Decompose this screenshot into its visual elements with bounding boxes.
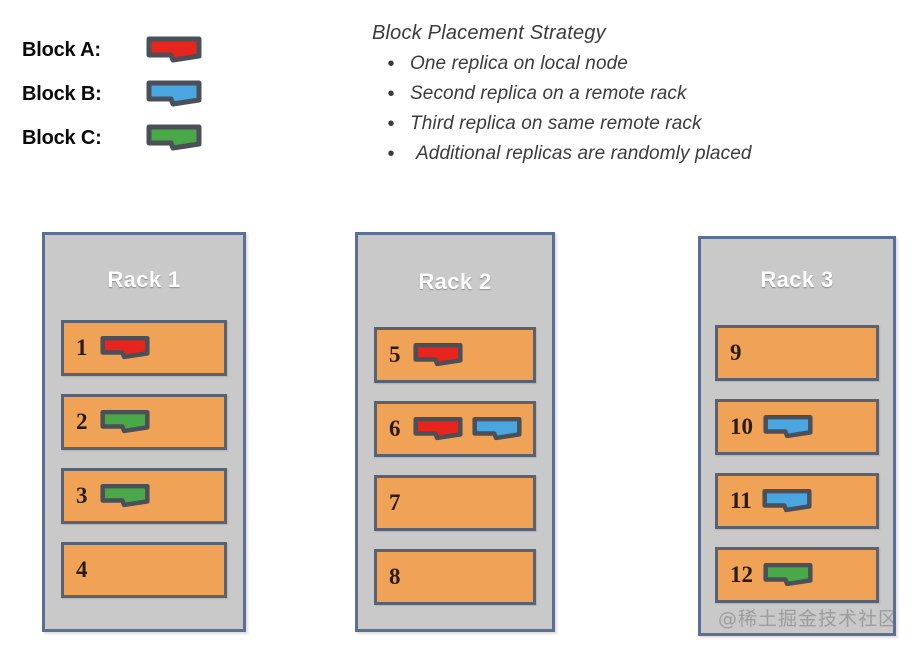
- bullet-icon: •: [387, 113, 395, 135]
- node-number: 5: [389, 342, 401, 367]
- strategy-item-text: Third replica on same remote rack: [410, 113, 702, 134]
- bullet-icon: •: [387, 83, 395, 105]
- strategy-item: • Second replica on a remote rack: [372, 80, 912, 109]
- block-shape-icon[interactable]: [472, 415, 522, 443]
- node-11-blocks: [762, 487, 812, 515]
- legend-label-block-b: Block B:: [22, 82, 102, 105]
- node-number: 4: [76, 557, 88, 582]
- node-number: 12: [730, 562, 753, 587]
- rack-3-node-list: 9 10 11 12: [701, 325, 893, 603]
- node-5[interactable]: 5: [374, 327, 536, 383]
- rack-2-title: Rack 2: [418, 269, 492, 294]
- node-9[interactable]: 9: [715, 325, 879, 381]
- watermark: @稀土掘金技术社区: [718, 608, 899, 630]
- strategy-title: Block Placement Strategy: [372, 22, 606, 44]
- block-a-swatch-svg: [146, 36, 202, 63]
- node-10-blocks: [763, 413, 813, 441]
- bullet-icon: •: [387, 143, 395, 165]
- node-3[interactable]: 3: [61, 468, 227, 524]
- node-2[interactable]: 2: [61, 394, 227, 450]
- legend-label-block-a: Block A:: [22, 38, 101, 61]
- strategy-item-text: One replica on local node: [410, 53, 628, 74]
- node-3-blocks: [100, 482, 150, 510]
- node-8[interactable]: 8: [374, 549, 536, 605]
- block-shape-icon: [146, 123, 202, 153]
- node-4[interactable]: 4: [61, 542, 227, 598]
- block-b-swatch-svg: [146, 80, 202, 107]
- block-shape-icon[interactable]: [413, 341, 463, 369]
- rack-1-title: Rack 1: [107, 267, 181, 292]
- block-shape-icon: [146, 79, 202, 109]
- node-6-blocks: [413, 415, 522, 443]
- node-number: 6: [389, 416, 401, 441]
- node-number: 1: [76, 335, 88, 360]
- node-10[interactable]: 10: [715, 399, 879, 455]
- block-shape-icon[interactable]: [762, 487, 812, 515]
- node-number: 7: [389, 490, 401, 515]
- node-number: 11: [730, 488, 752, 513]
- rack-2-node-list: 5 6 7 8: [358, 327, 552, 605]
- rack-1-node-list: 1 2 3 4: [45, 320, 243, 598]
- block-shape-icon[interactable]: [413, 415, 463, 443]
- node-number: 2: [76, 409, 88, 434]
- block-shape-icon[interactable]: [763, 413, 813, 441]
- node-number: 9: [730, 340, 742, 365]
- block-legend: Block A: Block B: Block C:: [22, 28, 242, 160]
- legend-item-block-c: Block C:: [22, 116, 242, 160]
- bullet-icon: •: [387, 53, 395, 75]
- block-shape-icon[interactable]: [100, 408, 150, 436]
- legend-label-block-c: Block C:: [22, 126, 102, 149]
- block-shape-icon[interactable]: [763, 561, 813, 589]
- node-number: 3: [76, 483, 88, 508]
- rack-2[interactable]: Rack 2 5 6 7 8: [355, 232, 555, 632]
- rack-3[interactable]: Rack 3 9 10 11 12: [698, 236, 896, 636]
- strategy-item-text: Additional replicas are randomly placed: [416, 143, 752, 164]
- block-shape-icon[interactable]: [100, 482, 150, 510]
- block-c-swatch-svg: [146, 124, 202, 151]
- strategy-list: • One replica on local node • Second rep…: [372, 50, 912, 169]
- rack-3-title: Rack 3: [760, 267, 834, 292]
- node-1[interactable]: 1: [61, 320, 227, 376]
- block-shape-icon: [146, 35, 202, 65]
- strategy-item: • One replica on local node: [372, 50, 912, 79]
- node-2-blocks: [100, 408, 150, 436]
- node-12-blocks: [763, 561, 813, 589]
- node-6[interactable]: 6: [374, 401, 536, 457]
- strategy-item-text: Second replica on a remote rack: [410, 83, 687, 104]
- node-7[interactable]: 7: [374, 475, 536, 531]
- block-shape-icon[interactable]: [100, 334, 150, 362]
- node-1-blocks: [100, 334, 150, 362]
- rack-1[interactable]: Rack 1 1 2 3: [42, 232, 246, 632]
- strategy-item: • Third replica on same remote rack: [372, 110, 912, 139]
- node-11[interactable]: 11: [715, 473, 879, 529]
- legend-item-block-b: Block B:: [22, 72, 242, 116]
- node-number: 8: [389, 564, 401, 589]
- strategy-item: • Additional replicas are randomly place…: [372, 140, 912, 169]
- legend-item-block-a: Block A:: [22, 28, 242, 72]
- node-12[interactable]: 12: [715, 547, 879, 603]
- node-5-blocks: [413, 341, 463, 369]
- block-placement-strategy: Block Placement Strategy • One replica o…: [372, 22, 912, 170]
- node-number: 10: [730, 414, 753, 439]
